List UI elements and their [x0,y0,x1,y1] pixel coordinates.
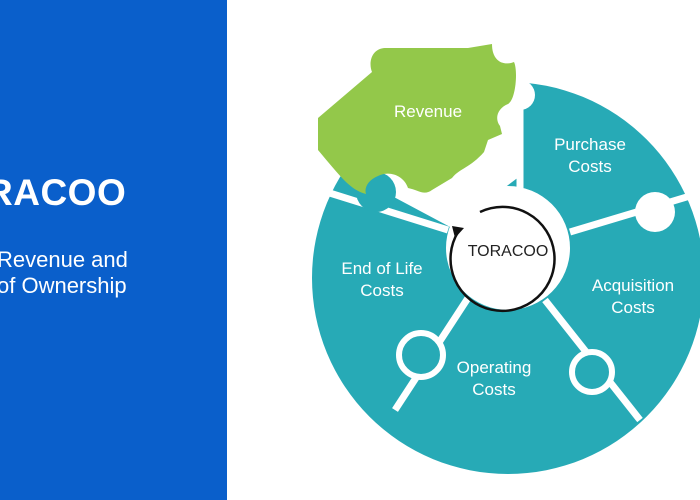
revenue-label: Revenue [394,102,462,121]
operating-label-line1: Operating [457,358,532,377]
hub-circle [451,193,565,307]
title-panel: RACOO Revenue and of Ownership [0,0,227,500]
endoflife-label-line1: End of Life [341,259,422,278]
revenue-piece [318,44,516,194]
acquisition-label-line2: Costs [611,298,654,317]
subtitle-line-1: Revenue and [0,247,128,272]
brand-title: RACOO [0,172,127,213]
cycle-arrow [449,205,556,313]
acquisition-label-line1: Acquisition [592,276,674,295]
knob-acquisition [635,192,675,232]
endoflife-label-line2: Costs [360,281,403,300]
purchase-label-line1: Purchase [554,135,626,154]
subtitle: Revenue and of Ownership [0,247,128,299]
cycle-arrowhead [452,226,464,238]
hub-label: TORACOO [468,243,549,260]
operating-label-line2: Costs [472,380,515,399]
knob-endoflife [396,330,446,380]
knob-operating [569,349,615,395]
purchase-label-line2: Costs [568,157,611,176]
subtitle-line-2: of Ownership [0,273,127,298]
